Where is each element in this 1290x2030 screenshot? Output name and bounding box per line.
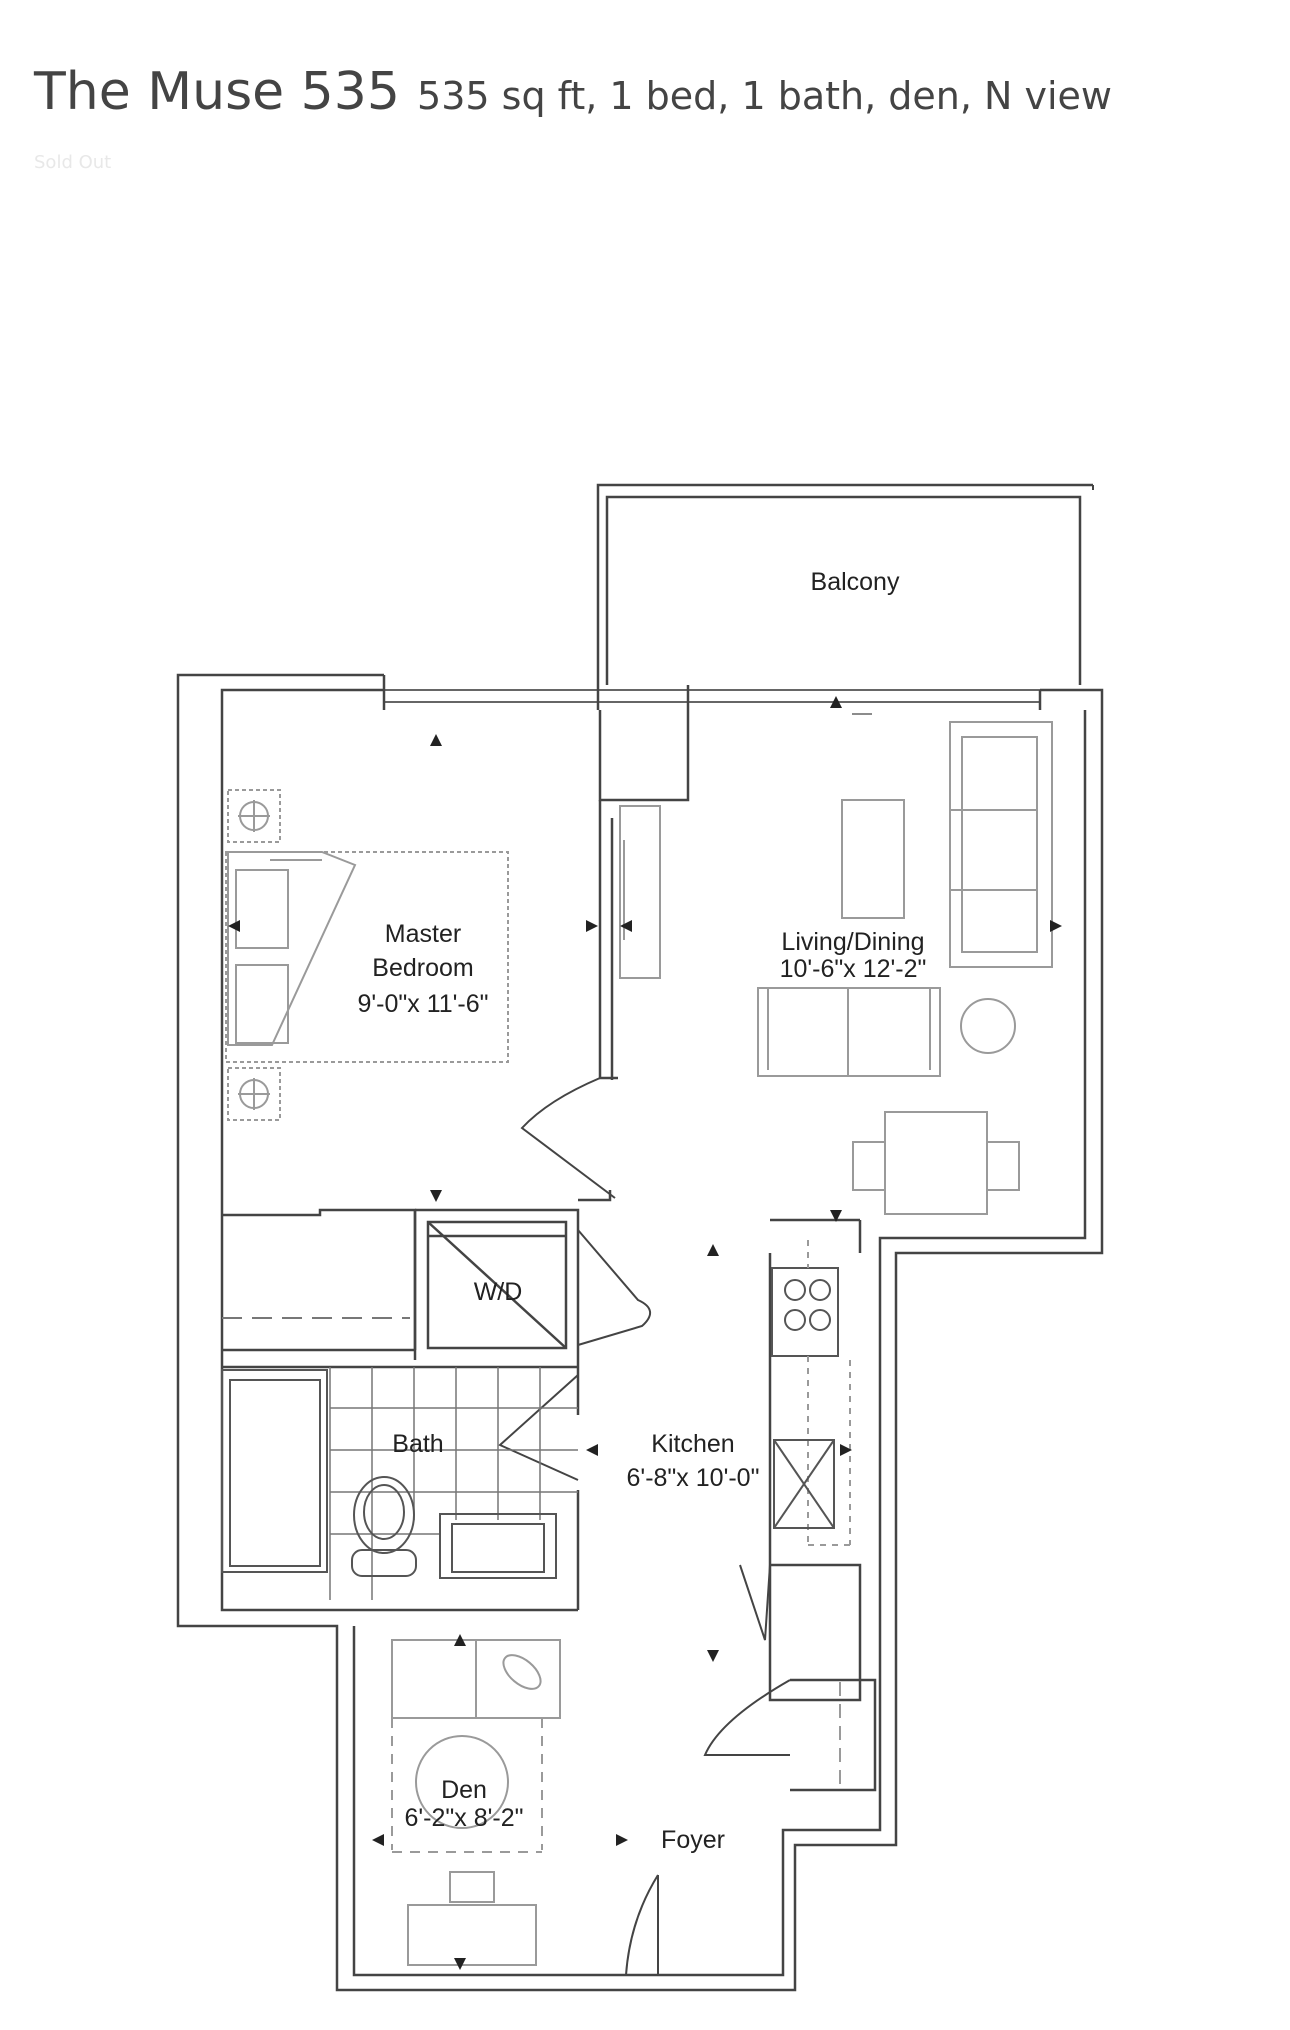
furniture: [221, 721, 1053, 1966]
listing-status: Sold Out: [34, 152, 112, 173]
den-label: Den: [441, 1776, 487, 1804]
den-dims: 6'-2"x 8'-2": [404, 1804, 523, 1832]
outer-walls: [176, 673, 1104, 1992]
interior-walls: [222, 710, 877, 1792]
master-label-line2: Bedroom: [372, 954, 473, 982]
master-dims: 9'-0"x 11'-6": [357, 990, 488, 1018]
master-label-line1: Master: [385, 920, 461, 948]
listing-subtitle: 535 sq ft, 1 bed, 1 bath, den, N view: [417, 74, 1112, 118]
doors: [498, 1077, 791, 1976]
listing-title: The Muse 535: [34, 62, 400, 122]
bath-label: Bath: [392, 1430, 443, 1458]
direction-arrows: [228, 696, 1062, 1970]
wd-label: W/D: [474, 1278, 523, 1306]
living-label: Living/Dining: [781, 928, 924, 956]
foyer-label: Foyer: [661, 1826, 725, 1854]
balcony-outline: [596, 483, 1094, 685]
kitchen-label: Kitchen: [651, 1430, 734, 1458]
listing-header: The Muse 535 535 sq ft, 1 bed, 1 bath, d…: [34, 62, 1112, 122]
balcony-label: Balcony: [811, 568, 900, 596]
living-dims: 10'-6"x 12'-2": [780, 955, 927, 983]
kitchen-dims: 6'-8"x 10'-0": [627, 1464, 760, 1492]
